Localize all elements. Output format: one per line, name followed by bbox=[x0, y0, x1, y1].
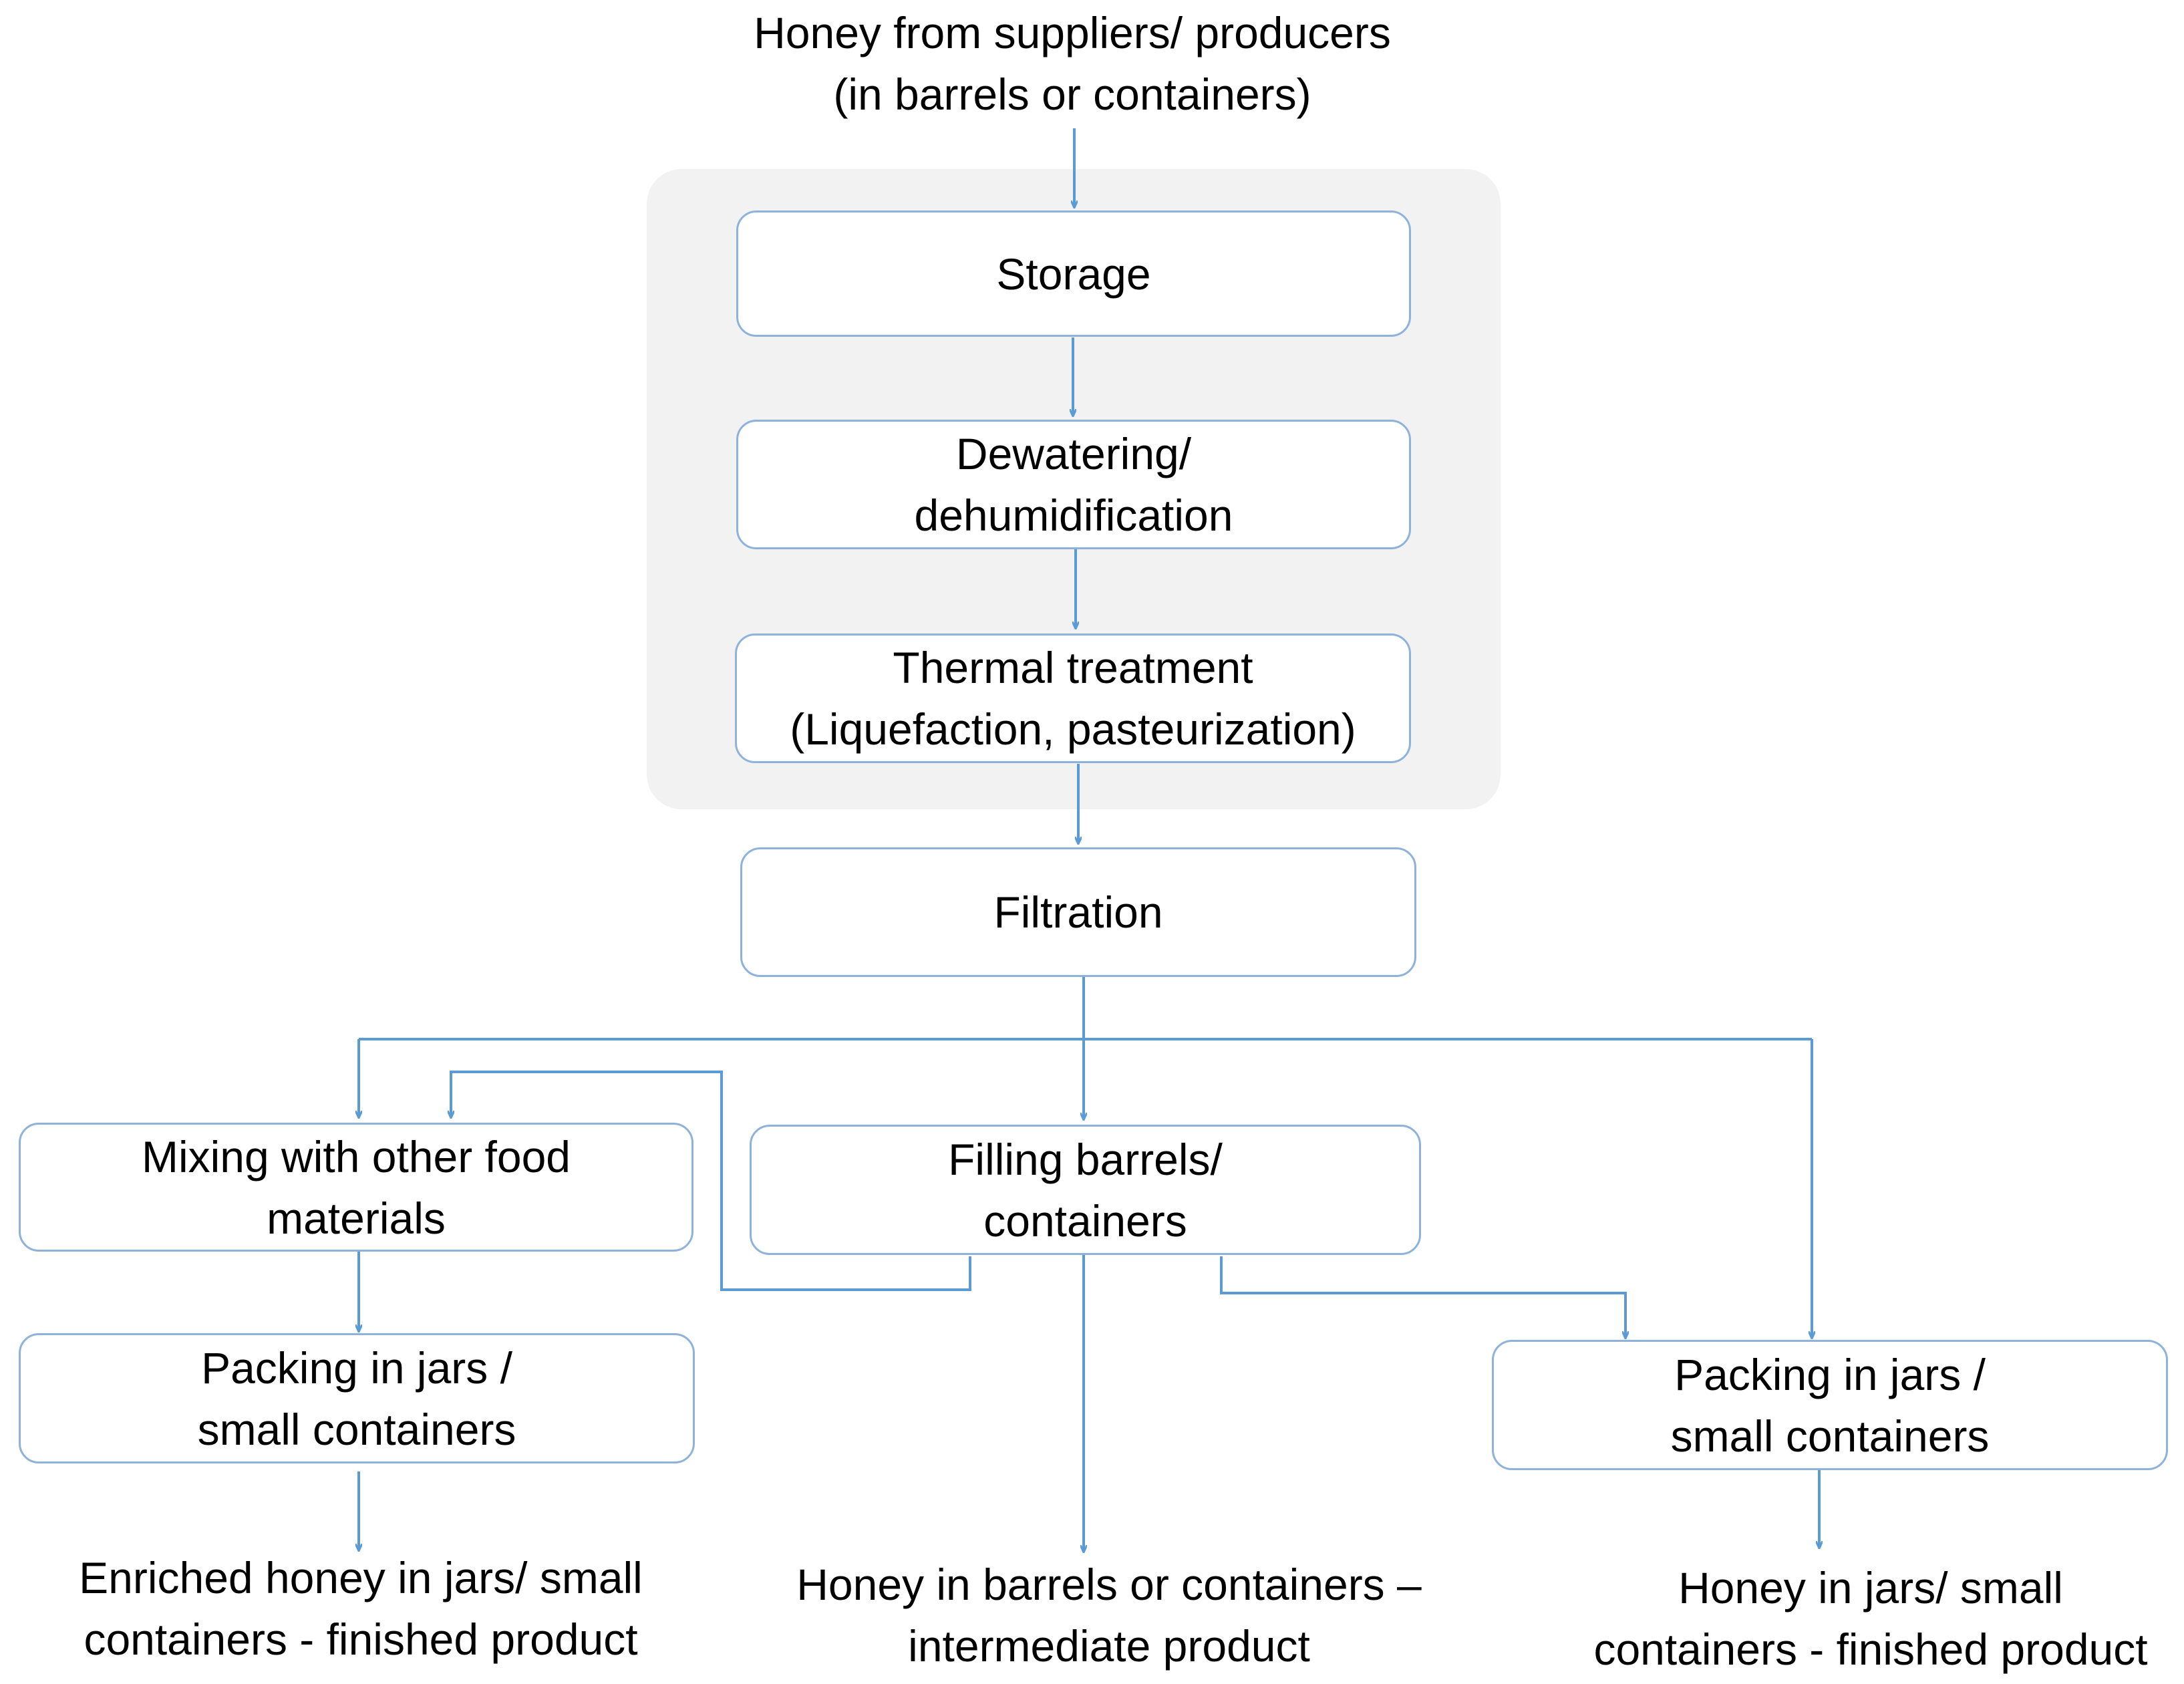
packing-left-line-1: Packing in jars / bbox=[201, 1343, 512, 1393]
enriched-output-label: Enriched honey in jars/ small containers… bbox=[27, 1547, 695, 1670]
finished-output-label: Honey in jars/ small containers - finish… bbox=[1537, 1557, 2184, 1680]
source-line-2: (in barrels or containers) bbox=[833, 69, 1311, 119]
thermal-line-1: Thermal treatment bbox=[893, 643, 1253, 692]
filling-box: Filling barrels/ containers bbox=[750, 1125, 1421, 1255]
thermal-treatment-box: Thermal treatment (Liquefaction, pasteur… bbox=[735, 634, 1411, 763]
filtration-box: Filtration bbox=[740, 847, 1416, 977]
dewatering-line-2: dehumidification bbox=[914, 490, 1233, 540]
packing-right-box: Packing in jars / small containers bbox=[1492, 1340, 2168, 1470]
packing-left-box: Packing in jars / small containers bbox=[19, 1333, 695, 1463]
packing-right-line-2: small containers bbox=[1670, 1411, 1990, 1461]
enriched-line-2: containers - finished product bbox=[84, 1615, 638, 1664]
arrow-filling-to-mixing bbox=[451, 1071, 971, 1291]
source-line-1: Honey from suppliers/ producers bbox=[754, 8, 1391, 57]
filling-line-2: containers bbox=[983, 1196, 1187, 1246]
storage-box: Storage bbox=[736, 210, 1411, 337]
dewatering-line-1: Dewatering/ bbox=[955, 429, 1192, 478]
packing-left-line-2: small containers bbox=[197, 1404, 516, 1454]
intermediate-output-label: Honey in barrels or containers – interme… bbox=[742, 1554, 1476, 1677]
mixing-line-1: Mixing with other food bbox=[142, 1131, 571, 1181]
storage-label: Storage bbox=[996, 249, 1151, 299]
mixing-box: Mixing with other food materials bbox=[19, 1123, 693, 1252]
intermediate-line-1: Honey in barrels or containers – bbox=[796, 1560, 1422, 1609]
intermediate-line-2: intermediate product bbox=[908, 1621, 1310, 1671]
dewatering-box: Dewatering/ dehumidification bbox=[736, 420, 1411, 549]
finished-line-2: containers - finished product bbox=[1593, 1625, 2148, 1674]
finished-line-1: Honey in jars/ small bbox=[1678, 1563, 2063, 1612]
arrow-filling-to-packing-right bbox=[1220, 1256, 1625, 1338]
filling-line-1: Filling barrels/ bbox=[948, 1134, 1223, 1184]
source-label: Honey from suppliers/ producers (in barr… bbox=[668, 2, 1476, 125]
packing-right-line-1: Packing in jars / bbox=[1674, 1349, 1986, 1399]
filtration-label: Filtration bbox=[993, 887, 1163, 937]
mixing-line-2: materials bbox=[267, 1193, 446, 1243]
enriched-line-1: Enriched honey in jars/ small bbox=[79, 1553, 643, 1602]
thermal-line-2: (Liquefaction, pasteurization) bbox=[790, 704, 1356, 754]
